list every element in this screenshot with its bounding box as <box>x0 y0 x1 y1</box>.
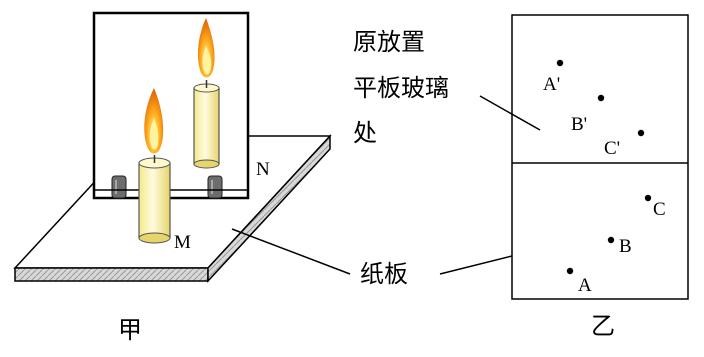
paper-board-front-edge <box>14 267 209 282</box>
glass-clip-right <box>207 175 223 199</box>
figure-yi: A' B' C' A B C <box>439 14 689 300</box>
paper-leader-line-right <box>439 255 513 275</box>
point-B-prime <box>597 94 605 102</box>
point-A <box>566 267 574 275</box>
point-B <box>607 236 615 244</box>
glass-annotation-line1: 原放置 <box>353 28 425 56</box>
label-C: C <box>653 199 666 220</box>
paper-leader-line-left <box>231 228 351 275</box>
label-B-prime: B' <box>571 114 587 135</box>
label-B: B <box>619 236 632 257</box>
paper-annotation: 纸板 <box>360 260 408 288</box>
front-candle <box>138 88 171 244</box>
glass-leader-line <box>479 95 541 131</box>
label-C-prime: C' <box>604 138 620 159</box>
point-C-prime <box>637 129 645 137</box>
label-A: A <box>578 275 592 296</box>
paper-board-side-edge <box>207 134 331 283</box>
glass-plate <box>92 11 250 200</box>
glass-annotation-line3: 处 <box>353 119 377 147</box>
point-C <box>644 194 652 202</box>
label-M: M <box>174 232 191 253</box>
label-N: N <box>256 159 270 180</box>
paper-board-outline <box>511 14 689 300</box>
caption-jia: 甲 <box>118 316 142 344</box>
glass-annotation-line2: 平板玻璃 <box>353 74 449 102</box>
point-A-prime <box>556 59 564 67</box>
figure-jia: M N <box>13 11 351 283</box>
image-candle <box>193 18 220 169</box>
glass-clip-left <box>111 175 127 199</box>
caption-yi: 乙 <box>591 312 615 340</box>
label-A-prime: A' <box>543 74 560 95</box>
